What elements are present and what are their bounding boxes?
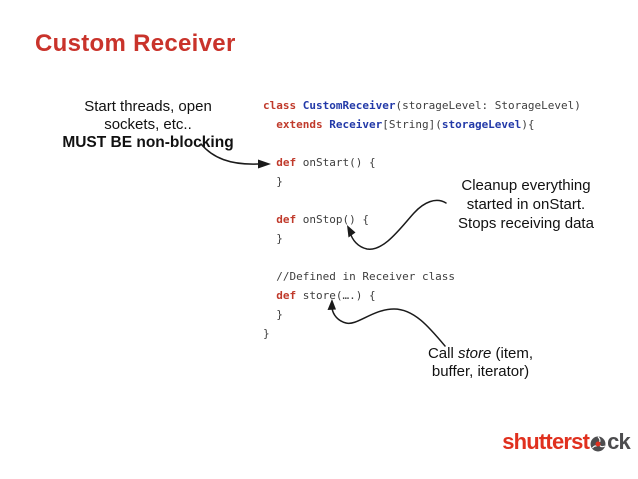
shutterstock-logo: shutterst ck: [502, 429, 631, 455]
code-line: extends Receiver[String](storageLevel){: [276, 118, 535, 131]
annotation-call-store: Call store (item, buffer, iterator): [403, 345, 558, 381]
code-line: [263, 134, 581, 153]
slide-title: Custom Receiver: [35, 30, 236, 57]
annotation-cleanup: Cleanup everything started in onStart. S…: [433, 176, 619, 233]
code-line: class CustomReceiver(storageLevel: Stora…: [263, 99, 581, 112]
annotation-line: Stops receiving data: [458, 215, 594, 232]
code-line: }: [263, 327, 270, 340]
annotation-line: Cleanup everything: [461, 177, 591, 194]
code-line: }: [263, 232, 283, 245]
annotation-line-emphasis: MUST BE non-blocking: [62, 134, 234, 151]
annotation-line: Start threads, open: [84, 98, 212, 115]
code-block: class CustomReceiver(storageLevel: Stora…: [263, 96, 581, 343]
shutter-aperture-icon: [590, 435, 606, 451]
annotation-line: buffer, iterator): [431, 363, 530, 380]
code-line: //Defined in Receiver class: [263, 270, 456, 283]
annotation-start-threads: Start threads, open sockets, etc.. MUST …: [48, 98, 248, 152]
annotation-line: started in onStart.: [466, 196, 586, 213]
logo-text-right: ck: [607, 429, 631, 454]
annotation-line: sockets, etc..: [104, 116, 192, 133]
annotation-line: Call store (item,: [427, 345, 534, 362]
code-line: }: [263, 175, 283, 188]
code-line: def onStart() {: [276, 156, 376, 169]
code-line: def onStop() {: [276, 213, 369, 226]
store-italic-word: store: [457, 345, 492, 362]
code-line: }: [263, 308, 283, 321]
code-line: [263, 248, 581, 267]
logo-text-left: shutterst: [502, 429, 590, 454]
code-line: def store(….) {: [276, 289, 376, 302]
